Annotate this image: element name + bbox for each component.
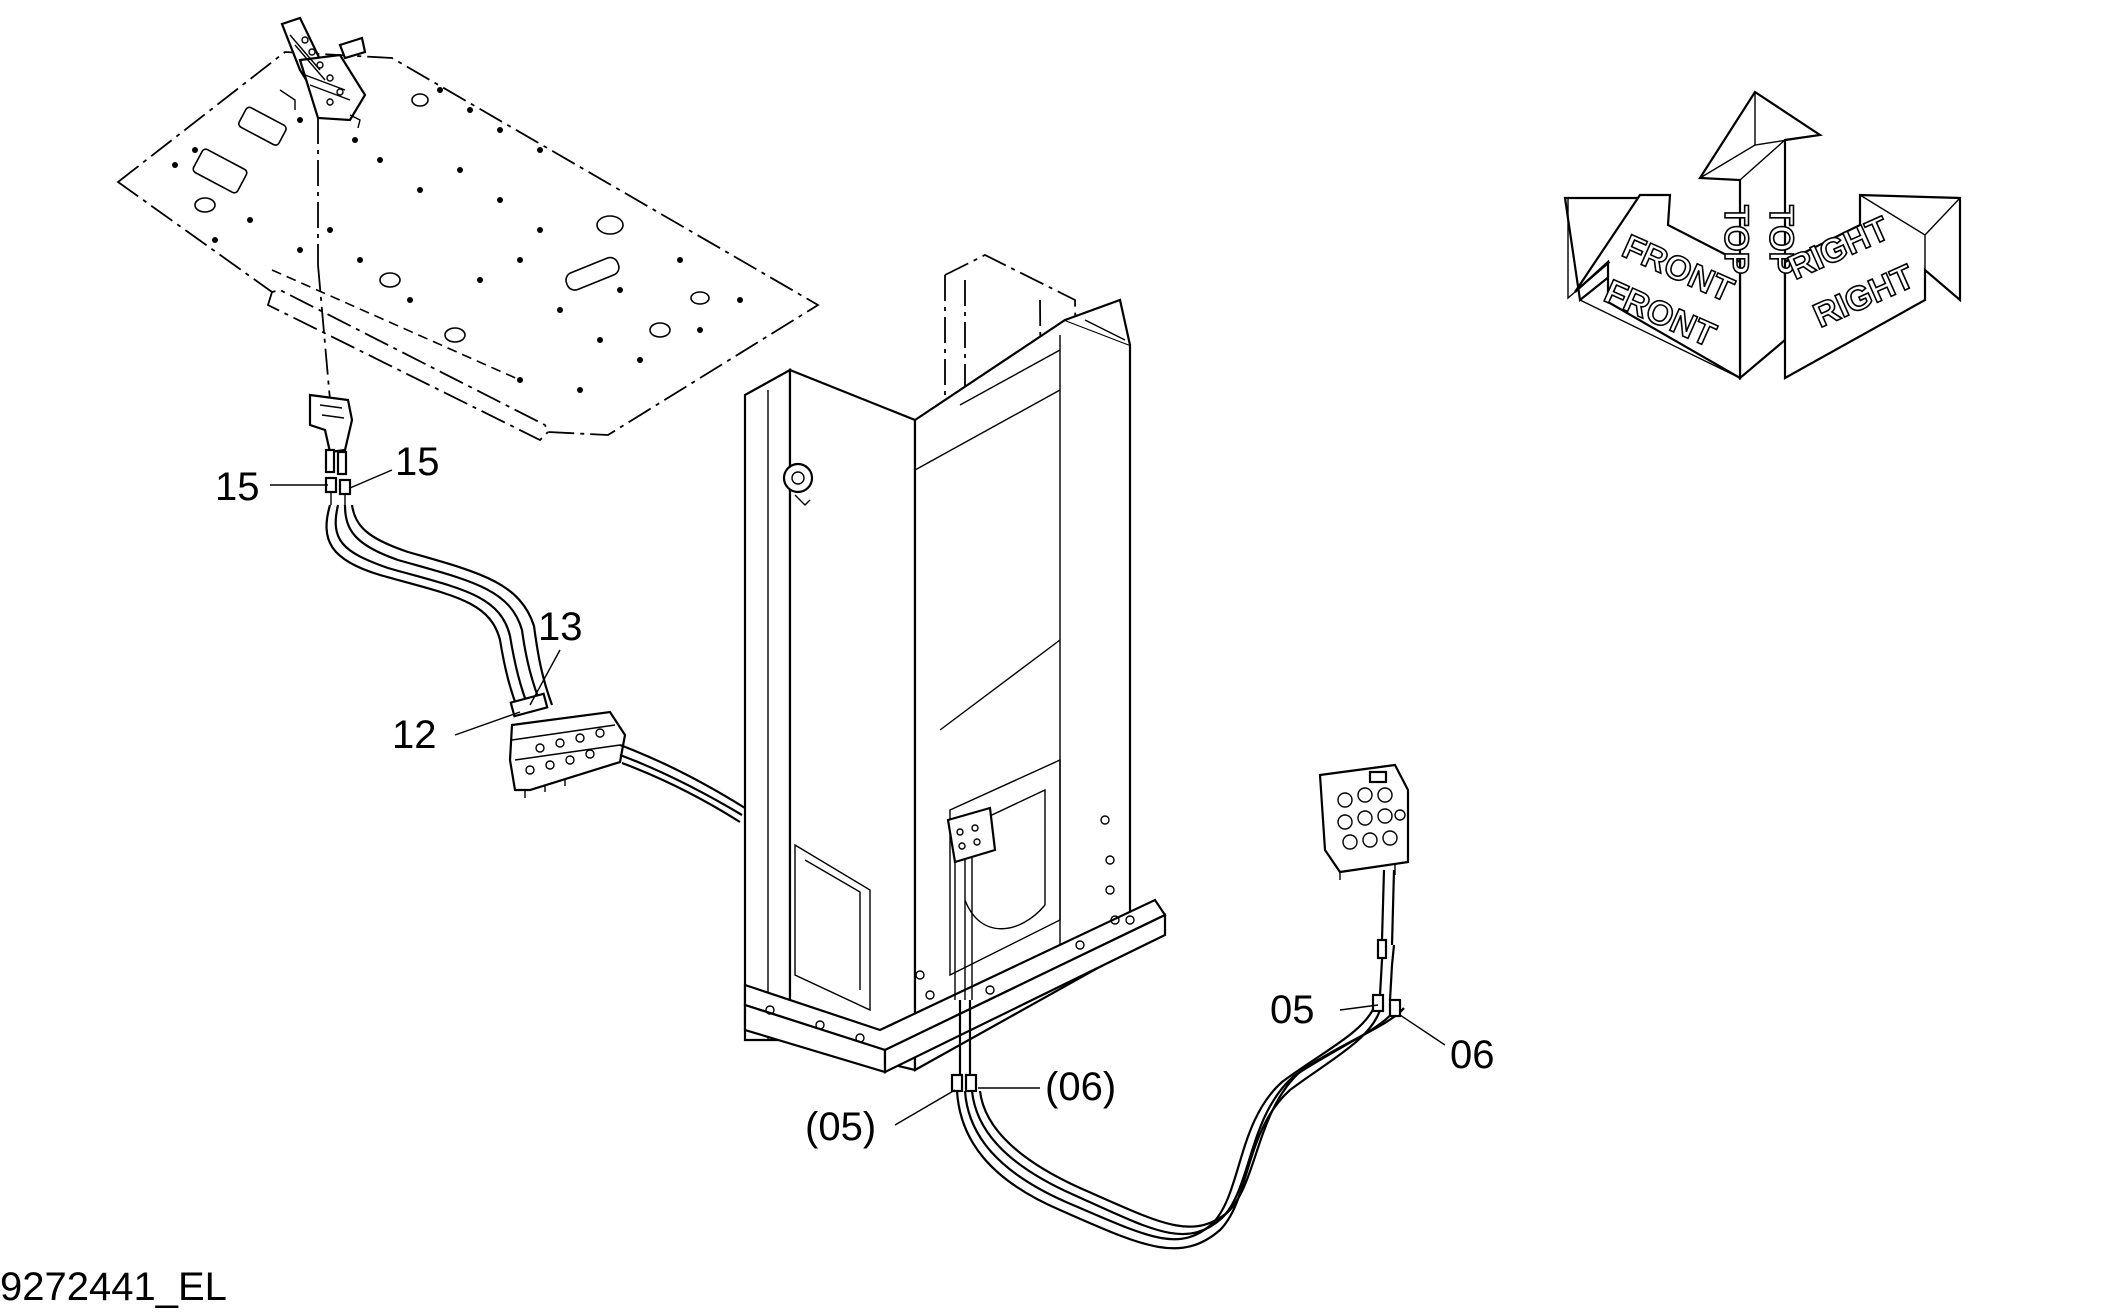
pedal-valve: [279, 16, 367, 129]
frame-valve-block: [946, 806, 997, 1000]
callout-05-paren: (05): [805, 1105, 876, 1149]
label-top-right: TOP: [1762, 205, 1800, 274]
hose-adapter-block: [308, 393, 354, 476]
callout-06-paren: (06): [1045, 1065, 1116, 1109]
leader-lines: [270, 469, 1446, 1126]
callout-06: 06: [1450, 1033, 1495, 1077]
hose-pair-lower: [955, 1004, 1405, 1250]
callout-15-right: 15: [395, 440, 440, 484]
callout-13: 13: [538, 605, 583, 649]
fitting-05-06-right: [1371, 869, 1402, 1018]
orientation-symbol: FRONT FRONT TOP TOP RIGHT RIGHT: [1563, 90, 1962, 381]
cab-floor-plate: [116, 51, 820, 442]
fitting-15: [324, 476, 352, 505]
hose-vertical: [958, 1000, 972, 1075]
control-valve: [1318, 763, 1410, 880]
callout-12: 12: [392, 713, 437, 757]
clip-13: [509, 692, 549, 718]
hose-to-frame: [619, 743, 746, 823]
fitting-05-06-frame: [950, 1073, 978, 1093]
drawing-number: 9272441_EL: [0, 1265, 227, 1309]
callout-15-left: 15: [215, 465, 260, 509]
label-top-left: TOP: [1717, 205, 1755, 274]
connection-line: [317, 264, 331, 401]
main-frame: [743, 253, 1167, 1074]
hose-pair-upper: [325, 504, 554, 716]
manifold-12: [508, 710, 627, 798]
callout-05: 05: [1270, 988, 1315, 1032]
